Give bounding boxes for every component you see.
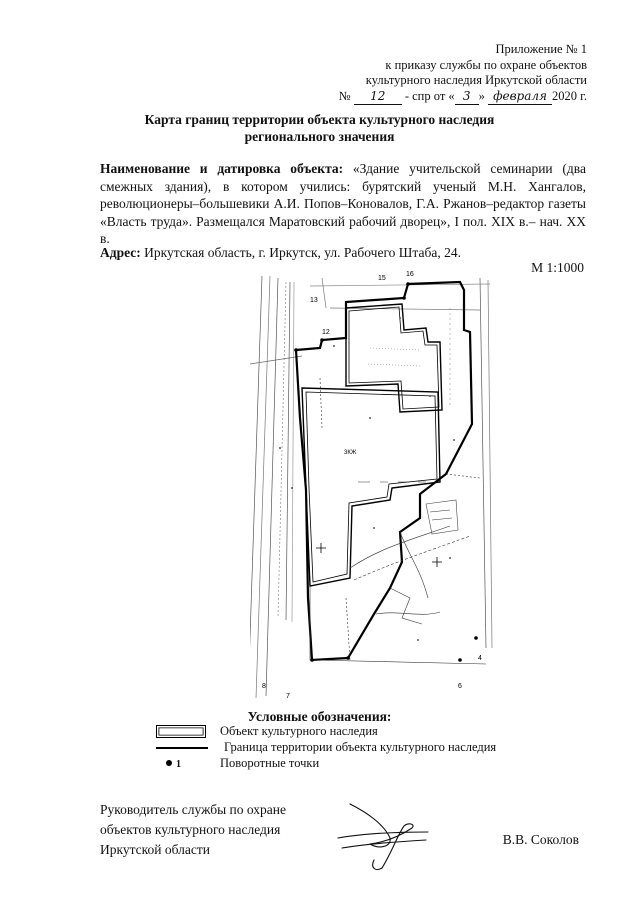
title-line2: регионального значения: [244, 129, 395, 144]
signatory-title: Руководитель службы по охране объектов к…: [100, 800, 286, 860]
appendix-line1: Приложение № 1: [495, 42, 587, 56]
order-quote-close: »: [478, 88, 485, 103]
signatory-line3: Иркутской области: [100, 842, 211, 857]
turning-point: [474, 636, 478, 640]
turning-point: [402, 296, 406, 300]
turning-point: [294, 348, 298, 352]
turning-point: [458, 658, 462, 662]
legend-title: Условные обозначения:: [247, 709, 392, 724]
legend-item-heritage: Объект культурного наследия: [156, 724, 576, 740]
point-label: 7: [286, 693, 290, 698]
turning-point-number: 1: [176, 759, 181, 770]
building-label: 3КЖ: [344, 450, 357, 456]
point-label: 8: [262, 683, 266, 690]
order-month: февраля: [488, 89, 553, 105]
boundary-symbol: [156, 747, 208, 749]
appendix-header: Приложение № 1 к приказу службы по охран…: [339, 42, 587, 105]
point-label: 6: [458, 683, 462, 690]
appendix-line2: к приказу службы по охране объектов: [385, 57, 587, 72]
signatory-line2: объектов культурного наследия: [100, 822, 281, 837]
turning-point-symbol: [166, 760, 172, 766]
order-day: 3: [454, 89, 479, 105]
object-text: «Здание учительской семинарии (два смежн…: [100, 161, 586, 246]
turning-points: [294, 282, 478, 662]
signatory-name: В.В. Соколов: [502, 832, 579, 847]
title-line1: Карта границ территории объекта культурн…: [144, 112, 495, 127]
address-text: Иркутская область, г. Иркутск, ул. Рабоч…: [140, 245, 461, 260]
turning-point: [310, 658, 314, 662]
boundary-map: 13 15 16 12 8 7 6 4 3КЖ: [250, 271, 493, 698]
turning-point: [406, 282, 410, 286]
legend-item-points: 1 Поворотные точки: [166, 756, 466, 772]
address: Адрес: Иркутская область, г. Иркутск, ул…: [100, 244, 586, 262]
legend-label-boundary: Граница территории объекта культурного н…: [224, 740, 497, 754]
heritage-building-north: [345, 303, 443, 413]
point-label: 4: [478, 655, 482, 662]
point-label: 13: [310, 297, 318, 304]
page-title: Карта границ территории объекта культурн…: [0, 111, 639, 145]
legend-label-heritage: Объект культурного наследия: [220, 724, 378, 738]
point-label: 15: [378, 275, 386, 282]
signatory-line1: Руководитель службы по охране: [100, 802, 287, 817]
handwritten-signature: [337, 803, 429, 871]
legend-label-points: Поворотные точки: [220, 756, 320, 770]
map-scale: М 1:1000: [531, 260, 584, 275]
appendix-line3: культурного наследия Иркутской области: [365, 73, 587, 87]
heritage-building-main: [301, 387, 441, 587]
object-label: Наименование и датировка объекта:: [100, 161, 344, 176]
order-date-prefix: - спр от «: [404, 88, 455, 103]
address-label: Адрес:: [100, 245, 141, 260]
point-label: 16: [406, 271, 414, 278]
heritage-symbol: [156, 725, 206, 738]
turning-point: [346, 656, 350, 660]
turning-point: [320, 338, 324, 342]
order-year: 2020 г.: [552, 88, 587, 103]
order-number-prefix: №: [338, 88, 351, 103]
legend-item-boundary: Граница территории объекта культурного н…: [156, 740, 586, 756]
point-label: 12: [322, 329, 330, 336]
object-description: Наименование и датировка объекта: «Здани…: [100, 160, 586, 248]
order-number: 12: [353, 89, 402, 105]
